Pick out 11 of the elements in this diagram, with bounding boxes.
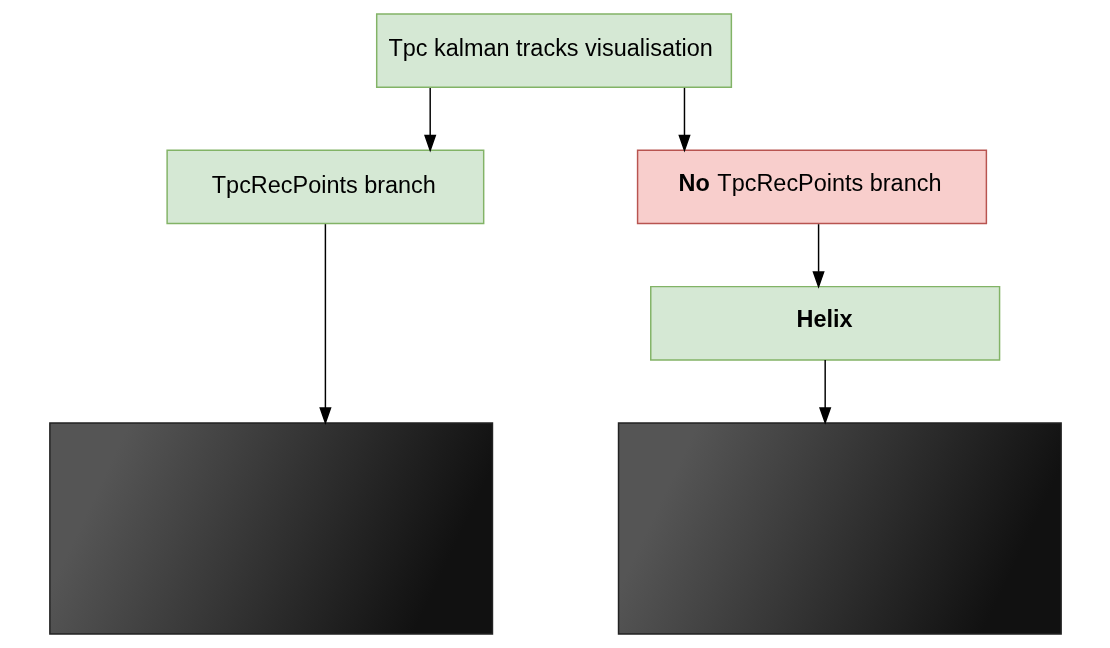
node-box: No TpcRecPoints branch [636,149,987,225]
node-box: Tpc kalman tracks visualisation [375,13,732,89]
node-box: TpcRecPoints branch [165,149,484,225]
node-picture [48,422,493,635]
arrow [677,87,691,153]
arrow [318,223,332,425]
arrow [811,223,825,289]
node-picture [617,422,1062,635]
arrow [818,359,831,425]
node-box: Helix [649,285,1000,361]
arrow [423,87,436,153]
